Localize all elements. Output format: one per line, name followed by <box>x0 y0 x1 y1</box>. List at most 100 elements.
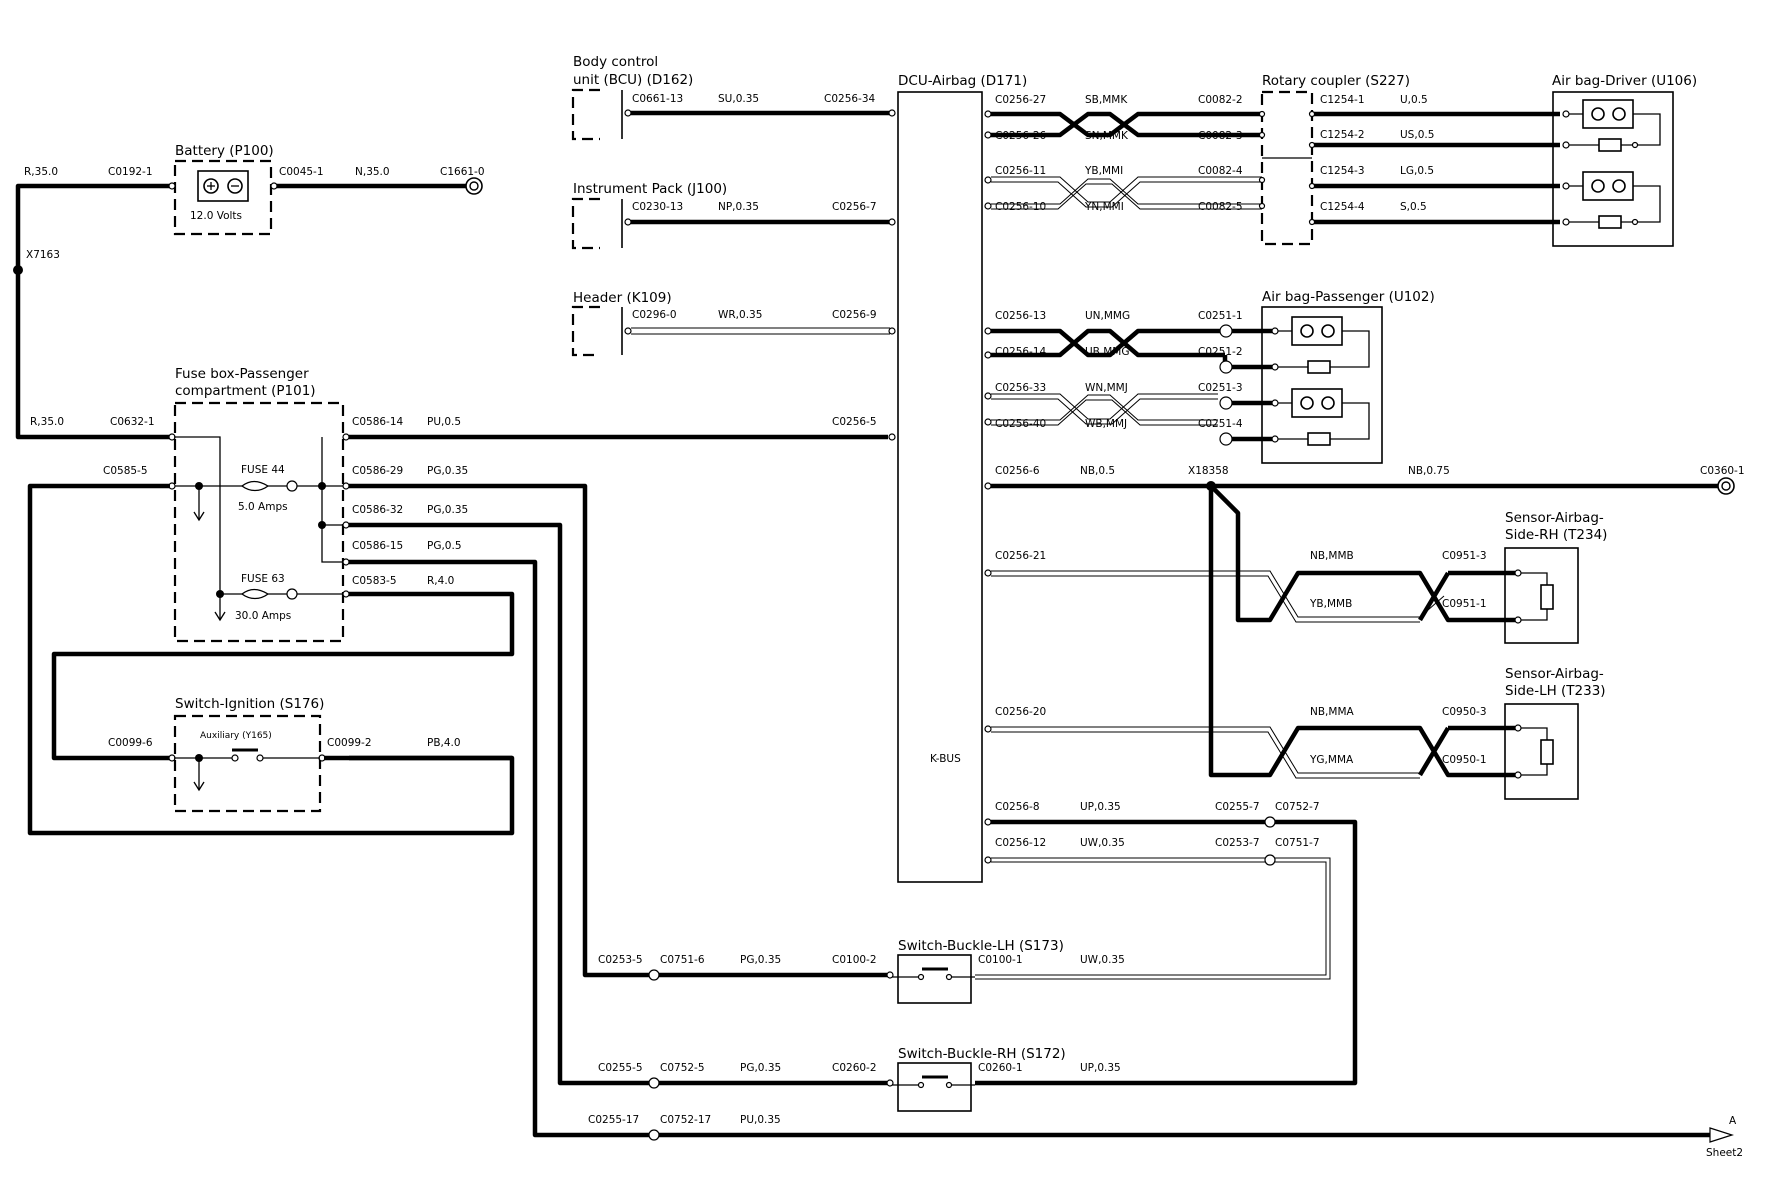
ignition-title: Switch-Ignition (S176) <box>175 696 324 712</box>
connector-label: C0251-4 <box>1198 418 1243 430</box>
wire-label: SB,MMK <box>1085 94 1128 106</box>
dcu-pin <box>984 110 992 118</box>
bcu-title2: unit (BCU) (D162) <box>573 72 693 88</box>
buckle-pin <box>886 1079 894 1087</box>
airbag-passenger-u102: Air bag-Passenger (U102) <box>1261 289 1435 464</box>
wire-label: NB,0.5 <box>1080 465 1115 477</box>
connector-label: C0296-0 <box>632 309 677 321</box>
connector-label: C0260-2 <box>832 1062 877 1074</box>
connector-label: C0256-12 <box>995 837 1046 849</box>
passenger-connectors <box>1219 324 1233 446</box>
offpage-arrow-icon <box>1709 1127 1734 1143</box>
connector-label: C0256-20 <box>995 706 1046 718</box>
connector-label: C0256-6 <box>995 465 1040 477</box>
connector-label: C0230-13 <box>632 201 683 213</box>
rotary-pin <box>1258 176 1266 184</box>
wire-label: U,0.5 <box>1400 94 1428 106</box>
wire-label: WN,MMJ <box>1085 382 1128 394</box>
connector-label: C0256-26 <box>995 130 1047 142</box>
wire-label: PU,0.5 <box>427 416 461 428</box>
airbag-driver-u106: Air bag-Driver (U106) <box>1552 73 1697 247</box>
header-title: Header (K109) <box>573 290 672 306</box>
connector-label: C0951-3 <box>1442 550 1487 562</box>
connector-label: C0255-7 <box>1215 801 1260 813</box>
connector-label: C0256-14 <box>995 346 1047 358</box>
rotary-pin <box>1258 110 1266 118</box>
battery-voltage: 12.0 Volts <box>190 210 242 222</box>
connector-label: C0253-5 <box>598 954 643 966</box>
fusebox-p101: Fuse box-Passenger compartment (P101) FU… <box>173 366 345 643</box>
wire-label: UB,MMG <box>1085 346 1129 358</box>
splice-label: X7163 <box>26 249 60 261</box>
wire-label: UP,0.35 <box>1080 801 1121 813</box>
wire-label: R,35.0 <box>30 416 64 428</box>
connector-label: C0099-6 <box>108 737 153 749</box>
k-bus: K-BUS <box>930 753 961 765</box>
sensor-airbag-side-rh-t234: Sensor-Airbag- Side-RH (T234) <box>1504 510 1607 644</box>
driver-title: Air bag-Driver (U106) <box>1552 73 1697 89</box>
header-k109: Header (K109) <box>571 290 672 357</box>
wire-label: UP,0.35 <box>1080 1062 1121 1074</box>
connector-label: C0192-1 <box>108 166 153 178</box>
connector-label: C0360-1 <box>1700 465 1745 477</box>
wire-label: PG,0.35 <box>427 504 468 516</box>
dcu-pin <box>984 482 992 490</box>
fusebox-title: Fuse box-Passenger <box>175 366 309 382</box>
dcu-pin <box>984 131 992 139</box>
connector-label: C0256-9 <box>832 309 877 321</box>
wire-label: R,4.0 <box>427 575 454 587</box>
battery-title: Battery (P100) <box>175 143 274 159</box>
connector-label: C0251-2 <box>1198 346 1243 358</box>
fusebox-title2: compartment (P101) <box>175 383 316 399</box>
sensor-lh-title: Sensor-Airbag- <box>1505 666 1604 682</box>
wire-label: PB,4.0 <box>427 737 461 749</box>
dcu-pin <box>984 202 992 210</box>
wire-label: PG,0.35 <box>740 954 781 966</box>
connector-label: C0751-6 <box>660 954 705 966</box>
rotary-coupler-s227: Rotary coupler (S227) <box>1260 73 1410 246</box>
passenger-title: Air bag-Passenger (U102) <box>1262 289 1435 305</box>
connector-label: C0256-10 <box>995 201 1046 213</box>
dcu-pin <box>984 856 992 864</box>
connector-label: C0251-3 <box>1198 382 1243 394</box>
connector-label: C0586-29 <box>352 465 403 477</box>
connector-label: C0752-7 <box>1275 801 1320 813</box>
connector-label: C0256-5 <box>832 416 877 428</box>
rotary-title: Rotary coupler (S227) <box>1262 73 1410 89</box>
sensor-rh-title2: Side-RH (T234) <box>1505 527 1607 543</box>
connector-label: C0586-15 <box>352 540 403 552</box>
connector-label: C0045-1 <box>279 166 324 178</box>
rotary-pin <box>1258 131 1266 139</box>
dcu-airbag-d171: DCU-Airbag (D171) K-BUS <box>897 73 1027 883</box>
dcu-pin <box>888 327 896 335</box>
wire-label: R,35.0 <box>24 166 58 178</box>
wire-label: PG,0.5 <box>427 540 462 552</box>
wire-label: SN,MMK <box>1085 130 1129 142</box>
connector-label: C0099-2 <box>327 737 372 749</box>
connector-label: C0751-7 <box>1275 837 1320 849</box>
wire-label: NB,MMB <box>1310 550 1354 562</box>
sensor-rh-title: Sensor-Airbag- <box>1505 510 1604 526</box>
connector-label: C0082-4 <box>1198 165 1243 177</box>
connector-label: C0256-34 <box>824 93 876 105</box>
dcu-pin <box>984 569 992 577</box>
wire-label: PG,0.35 <box>740 1062 781 1074</box>
connector-label: C0255-17 <box>588 1114 639 1126</box>
wire-label: YB,MMI <box>1084 165 1123 177</box>
switch-ignition-s176: Switch-Ignition (S176) Auxiliary (Y165) <box>173 696 324 813</box>
rotary-pin <box>1258 202 1266 210</box>
connector-label: C1254-2 <box>1320 129 1365 141</box>
wire-label: US,0.5 <box>1400 129 1434 141</box>
connector-label: C1661-0 <box>440 166 485 178</box>
fuse-63: FUSE 63 <box>241 573 285 585</box>
wire-label: YN,MMI <box>1084 201 1124 213</box>
fuse-44: FUSE 44 <box>241 464 285 476</box>
switch-buckle-rh-s172: Switch-Buckle-RH (S172) <box>892 1046 1066 1112</box>
connector-label: C0586-14 <box>352 416 404 428</box>
dcu-pin <box>984 418 992 426</box>
fuse-44-rating: 5.0 Amps <box>238 501 288 513</box>
connector-label: C0752-17 <box>660 1114 711 1126</box>
connector-label: C0661-13 <box>632 93 683 105</box>
buckle-rh-title: Switch-Buckle-RH (S172) <box>898 1046 1066 1062</box>
dcu-pin <box>888 109 896 117</box>
